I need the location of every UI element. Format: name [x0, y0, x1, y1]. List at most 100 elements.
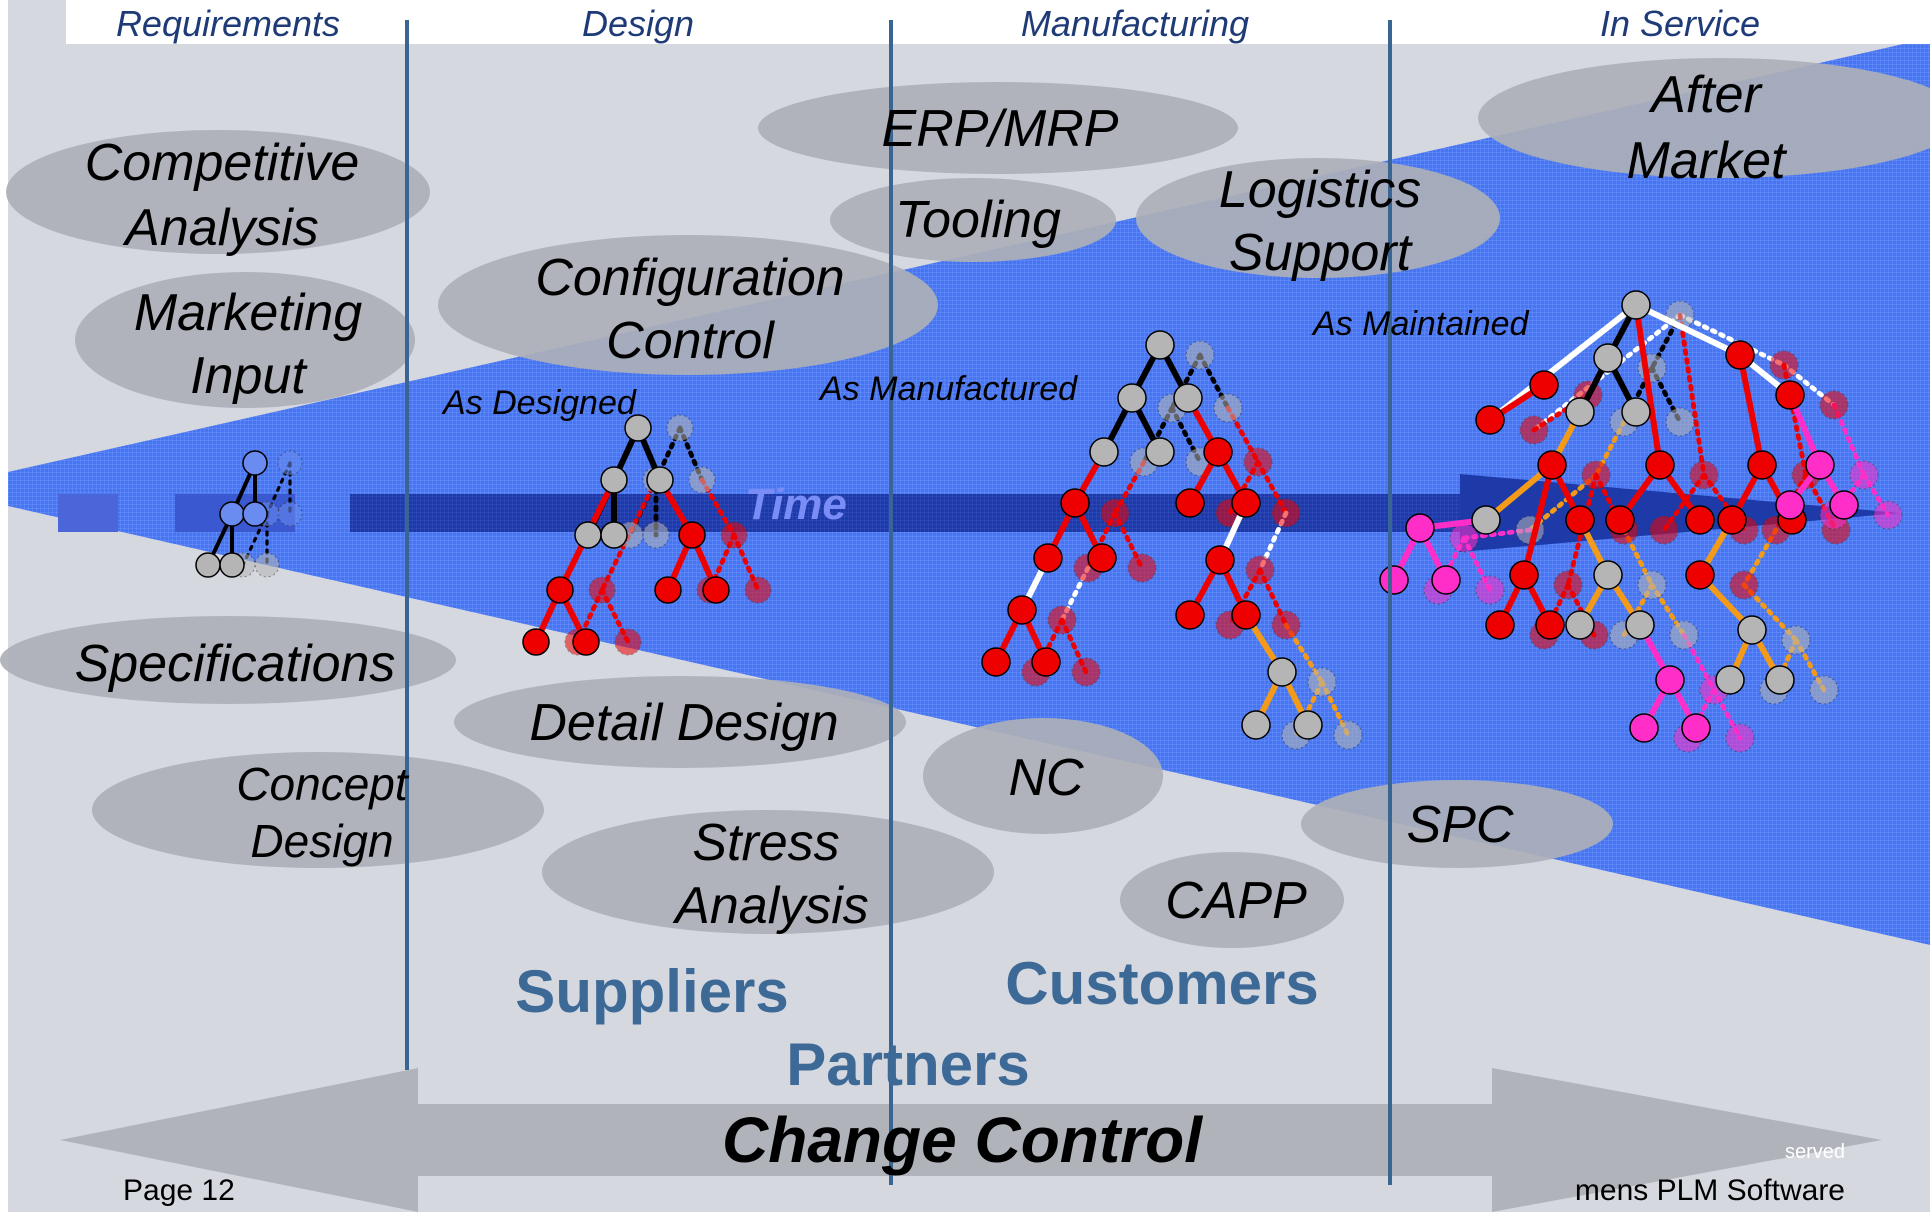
tree-node	[1769, 350, 1799, 380]
tree-node	[1071, 657, 1101, 687]
tree-node	[1033, 543, 1063, 573]
tree-node	[624, 414, 652, 442]
tree-node	[242, 450, 268, 476]
activity-labels: Competitive Analysis Marketing Input Spe…	[75, 66, 1788, 935]
tree-node	[744, 576, 772, 604]
tree-node	[1243, 447, 1273, 477]
tree-node	[1645, 450, 1675, 480]
tree-node	[1669, 620, 1699, 650]
tree-node	[1737, 615, 1767, 645]
concept-design-line1: Concept	[236, 758, 410, 810]
tree-node	[1241, 710, 1271, 740]
tree-node	[1629, 713, 1659, 743]
tree-node	[242, 501, 268, 527]
time-arrow	[58, 474, 1900, 552]
detail-design-ellipse	[454, 676, 906, 768]
stress-analysis-line2: Analysis	[672, 877, 869, 935]
tree-node	[666, 414, 694, 442]
tree-node	[1829, 490, 1859, 520]
capp-ellipse	[1120, 852, 1344, 948]
tree-node	[219, 552, 245, 578]
tree-link	[1677, 312, 1707, 478]
tree-node	[1849, 460, 1879, 490]
tree-node	[1537, 450, 1567, 480]
tree-node	[654, 576, 682, 604]
tree-node	[1175, 600, 1205, 630]
phase-in-service: In Service	[1600, 3, 1760, 44]
tree-node	[720, 521, 748, 549]
tree-node	[981, 647, 1011, 677]
tree-node	[277, 450, 303, 476]
tree-node	[574, 521, 602, 549]
tree-node	[600, 466, 628, 494]
company-fragment: mens PLM Software	[1575, 1174, 1845, 1207]
tree-node	[1231, 488, 1261, 518]
tree-node	[1117, 383, 1147, 413]
tree-node	[1681, 713, 1711, 743]
logistics-support-line1: Logistics	[1219, 161, 1421, 219]
capp-label: CAPP	[1165, 872, 1307, 930]
tree-node	[1175, 488, 1205, 518]
tree-node	[1805, 450, 1835, 480]
after-market-line2: Market	[1627, 132, 1788, 190]
tree-node	[1625, 610, 1655, 640]
tree-node	[1127, 553, 1157, 583]
tree-node	[1775, 380, 1805, 410]
tree-node	[1819, 390, 1849, 420]
time-cone	[8, 38, 1930, 945]
logistics-support-line2: Support	[1229, 224, 1414, 282]
tree-node	[277, 501, 303, 527]
suppliers-label: Suppliers	[515, 958, 788, 1025]
phase-design: Design	[582, 3, 694, 44]
tree-node	[1205, 545, 1235, 575]
tree-node	[1781, 625, 1811, 655]
tree-node	[1535, 610, 1565, 640]
specifications-label: Specifications	[75, 635, 396, 693]
tree-node	[1405, 513, 1435, 543]
tree-node	[646, 466, 674, 494]
tree-node	[1185, 340, 1215, 370]
specifications-ellipse	[0, 616, 456, 704]
as-manufactured-label: As Manufactured	[818, 370, 1078, 408]
tree-node	[1475, 405, 1505, 435]
tree-node	[1145, 330, 1175, 360]
tree-node	[1729, 570, 1759, 600]
tree-node	[600, 521, 628, 549]
partners-label: Partners	[786, 1031, 1029, 1098]
tree-node	[1765, 665, 1795, 695]
tree-node	[1145, 437, 1175, 467]
tree-node	[1529, 370, 1559, 400]
activity-ellipses	[0, 58, 1930, 948]
tree-node	[1047, 605, 1077, 635]
tree-node	[1031, 647, 1061, 677]
tree-node	[1655, 665, 1685, 695]
after-market-ellipse	[1478, 58, 1930, 178]
tree-node	[1431, 565, 1461, 595]
tree-node	[1553, 570, 1583, 600]
detail-design-label: Detail Design	[529, 694, 838, 752]
tree-node	[1060, 488, 1090, 518]
tree-node	[1173, 383, 1203, 413]
tree-node	[588, 576, 616, 604]
tree-node	[1717, 505, 1747, 535]
tree-node	[1307, 667, 1337, 697]
tree-node	[1100, 498, 1130, 528]
change-control-arrow	[60, 1068, 1882, 1212]
tree-node	[1637, 570, 1667, 600]
tree-node	[1649, 515, 1679, 545]
tree-node	[546, 576, 574, 604]
tree-node	[1333, 720, 1363, 750]
tree-node	[195, 552, 221, 578]
tree-node	[1621, 397, 1651, 427]
stress-analysis-ellipse	[542, 810, 994, 934]
tree-node	[1231, 600, 1261, 630]
bom-state-labels: As Designed As Manufactured As Maintaine…	[441, 305, 1530, 422]
tree-node	[1685, 505, 1715, 535]
tree-node	[572, 628, 600, 656]
configuration-control-line2: Control	[606, 312, 775, 370]
spc-ellipse	[1301, 780, 1613, 868]
tree-node	[1581, 460, 1611, 490]
concept-design-line2: Design	[250, 815, 393, 867]
